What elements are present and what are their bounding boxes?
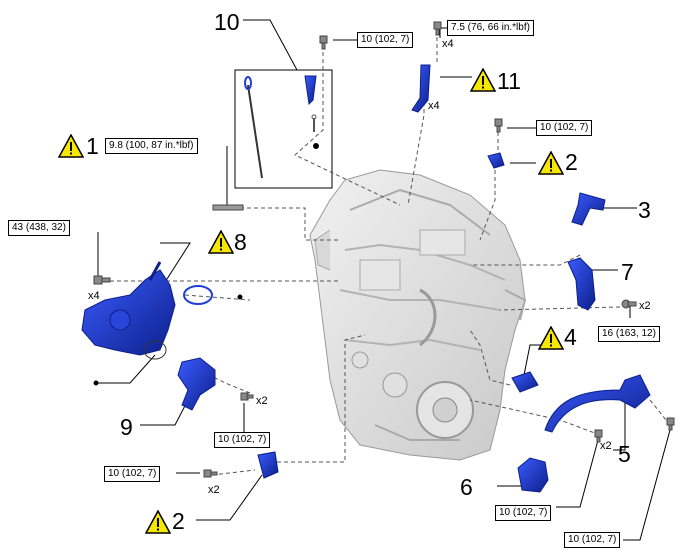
callout-7: 7 (621, 259, 634, 285)
torque-spec-6: 10 (102, 7) (495, 505, 552, 521)
part-2-top-bracket (487, 152, 505, 169)
quantity-top: x4 (442, 38, 454, 50)
part-4-bracket (511, 371, 539, 393)
part-6-housing (517, 457, 549, 493)
bolt-icon (621, 299, 637, 309)
callout-8: 8 (234, 229, 247, 255)
torque-spec-top-right: 7.5 (76, 66 in.*lbf) (447, 20, 534, 36)
bolt-icon (212, 204, 244, 211)
torque-spec-2-top: 10 (102, 7) (536, 120, 593, 136)
bolt-icon (319, 35, 328, 50)
gasket-ring-icon (143, 340, 167, 360)
blue-parts (81, 64, 651, 493)
quantity-6: x2 (600, 440, 612, 452)
callout-11: 11 (497, 68, 521, 94)
caution-triangle-icon (470, 68, 496, 92)
bolt-icon (594, 429, 603, 443)
quantity-2-bottom: x2 (208, 484, 220, 496)
bolt-icon (93, 275, 111, 285)
caution-triangle-icon (58, 134, 84, 158)
callout-2-bottom: 2 (172, 508, 185, 534)
callout-5: 5 (618, 441, 631, 467)
bolt-icon (203, 469, 218, 478)
callout-4: 4 (564, 324, 577, 350)
o-ring-icon (183, 285, 213, 305)
bolt-icon (494, 118, 503, 133)
torque-spec-5: 10 (102, 7) (564, 532, 621, 548)
part-2-bottom (257, 451, 279, 479)
quantity-9: x2 (256, 395, 268, 407)
part-9-outlet (177, 357, 216, 411)
part-7-bracket (567, 257, 596, 311)
quantity-8: x4 (88, 290, 100, 302)
torque-spec-8: 43 (438, 32) (8, 220, 70, 236)
torque-spec-1: 9.8 (100, 87 in.*lbf) (105, 138, 198, 154)
caution-triangle-icon (145, 510, 171, 534)
caution-triangle-icon (208, 230, 234, 254)
caution-triangle-icon (538, 326, 564, 350)
bolt-icon (666, 417, 675, 431)
torque-spec-2-bottom: 10 (102, 7) (104, 466, 161, 482)
callout-3: 3 (638, 197, 651, 223)
engine-block (309, 169, 527, 461)
bolt-icon (240, 392, 254, 401)
part-8-housing (81, 269, 176, 356)
dipstick-inset-box (234, 69, 333, 189)
leader-lines (97, 19, 671, 541)
install-lines (110, 30, 671, 476)
callout-2-top: 2 (565, 149, 578, 175)
callout-6: 6 (460, 474, 473, 500)
callout-1: 1 (86, 133, 99, 159)
torque-spec-9: 10 (102, 7) (214, 432, 271, 448)
part-11-sensor (411, 64, 431, 113)
bolt-icon (433, 21, 442, 36)
caution-triangle-icon (538, 151, 564, 175)
bolts (93, 21, 675, 478)
part-3-pipe (571, 192, 606, 226)
torque-spec-7: 16 (163, 12) (598, 326, 660, 342)
torque-spec-top-bolt: 10 (102, 7) (357, 32, 414, 48)
callout-9: 9 (120, 414, 133, 440)
quantity-7: x2 (639, 300, 651, 312)
callout-10: 10 (214, 9, 240, 35)
o-rings (93, 285, 243, 386)
quantity-11: x4 (428, 100, 440, 112)
part-5-pipe (544, 374, 651, 433)
